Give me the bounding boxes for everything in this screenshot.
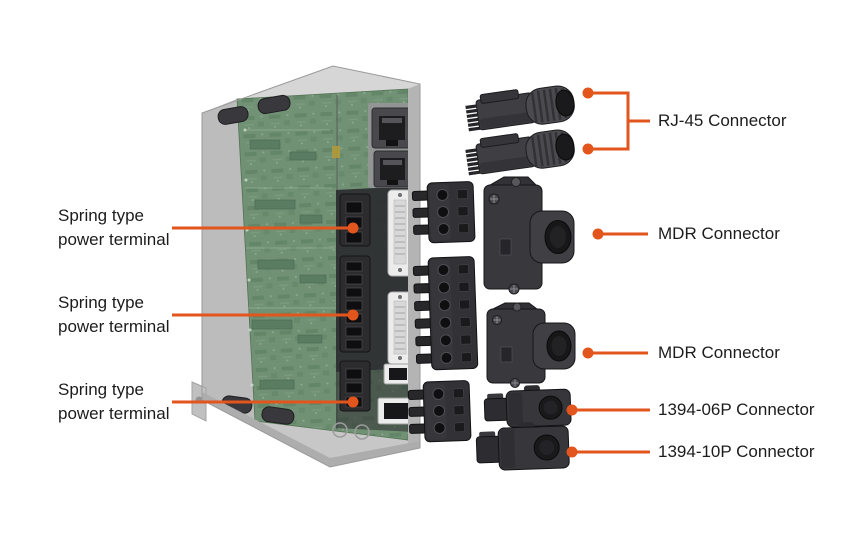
label-line: Spring type xyxy=(58,206,144,225)
mdr-hood-1 xyxy=(483,176,575,295)
device-1394-port-large xyxy=(377,397,415,425)
device-spring-terminal-2 xyxy=(339,255,371,353)
device-rj45-ports xyxy=(332,103,415,188)
spring-terminal-plug-3 xyxy=(407,379,472,443)
label-line: Spring type xyxy=(58,293,144,312)
label-spring-terminal-2: Spring type power terminal xyxy=(58,291,170,339)
leader-spring-terminal-2 xyxy=(172,309,359,321)
label-line: power terminal xyxy=(58,230,170,249)
label-line: power terminal xyxy=(58,317,170,336)
label-1394-06p-connector: 1394-06P Connector xyxy=(658,400,815,419)
plug-1394-10p xyxy=(475,422,570,471)
label-line: Spring type xyxy=(58,380,144,399)
leader-mdr-2 xyxy=(582,347,648,359)
pcb-components xyxy=(249,139,327,390)
mdr-hood-2 xyxy=(486,302,576,388)
label-mdr-connector-2: MDR Connector xyxy=(658,343,780,362)
rj45-plug-2 xyxy=(462,124,578,180)
leader-1394-06p xyxy=(566,404,650,416)
label-spring-terminal-1: Spring type power terminal xyxy=(58,204,170,252)
label-rj45-connector: RJ-45 Connector xyxy=(658,111,787,130)
rj45-plug-1 xyxy=(462,80,578,136)
label-1394-10p-connector: 1394-10P Connector xyxy=(658,442,815,461)
leader-mdr-1 xyxy=(592,228,648,240)
label-spring-terminal-3: Spring type power terminal xyxy=(58,378,170,426)
label-line: power terminal xyxy=(58,404,170,423)
pcb-mount-holes xyxy=(243,128,254,387)
pcb-clips xyxy=(217,94,295,425)
leader-spring-terminal-1 xyxy=(172,222,359,234)
spring-terminal-plug-2 xyxy=(412,256,479,371)
device-1394-port-small xyxy=(383,363,413,385)
spring-terminal-plug-1 xyxy=(411,180,476,244)
servo-drive-unit xyxy=(191,65,421,468)
leader-1394-10p xyxy=(566,446,650,458)
label-mdr-connector-1: MDR Connector xyxy=(658,224,780,243)
leader-spring-terminal-3 xyxy=(172,396,359,408)
device-mdr-port-2 xyxy=(387,291,413,365)
device-mdr-port-1 xyxy=(387,189,413,277)
plug-1394-06p xyxy=(483,385,572,428)
leader-rj45-bracket xyxy=(582,87,650,155)
device-spring-terminal-1 xyxy=(339,193,371,247)
